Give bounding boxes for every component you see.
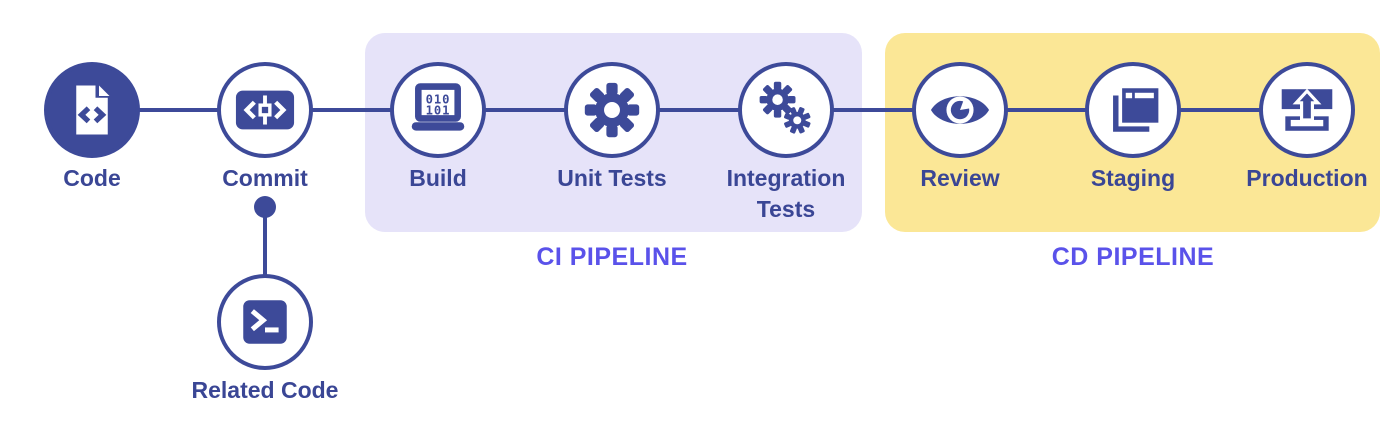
node-label-staging: Staging <box>1090 165 1176 191</box>
build-laptop-icon: 010 101 <box>411 83 465 131</box>
terminal-icon <box>243 300 287 344</box>
double-gear-icon <box>759 81 811 134</box>
node-related-code <box>217 274 313 370</box>
branch-dot <box>254 196 276 218</box>
node-label-review: Review <box>920 165 1000 191</box>
gear-icon <box>584 82 640 138</box>
svg-text:010: 010 <box>426 92 451 106</box>
cd-pipeline-label: CD PIPELINE <box>1051 243 1215 271</box>
node-staging <box>1085 62 1181 158</box>
node-label-code: Code <box>63 165 121 191</box>
node-review <box>912 62 1008 158</box>
node-label-related-code: Related Code <box>191 377 339 403</box>
code-file-icon <box>76 85 110 135</box>
node-code <box>44 62 140 158</box>
node-unit-tests <box>564 62 660 158</box>
node-commit <box>217 62 313 158</box>
node-label-integration-tests: Integration Tests <box>726 165 846 223</box>
node-integration-tests <box>738 62 834 158</box>
svg-text:101: 101 <box>426 104 451 118</box>
node-build: 010 101 <box>390 62 486 158</box>
node-production <box>1259 62 1355 158</box>
branch-connector-line <box>263 214 267 278</box>
ci-pipeline-label: CI PIPELINE <box>536 243 688 271</box>
node-label-unit-tests: Unit Tests <box>557 165 667 191</box>
stacked-windows-icon <box>1113 88 1159 132</box>
node-label-production: Production <box>1246 165 1368 191</box>
pipeline-connector-line <box>92 108 1307 112</box>
git-commit-icon <box>235 90 295 130</box>
node-label-commit: Commit <box>222 165 308 191</box>
node-label-build: Build <box>409 165 467 191</box>
eye-icon <box>930 96 990 124</box>
deploy-upload-icon <box>1281 88 1333 131</box>
